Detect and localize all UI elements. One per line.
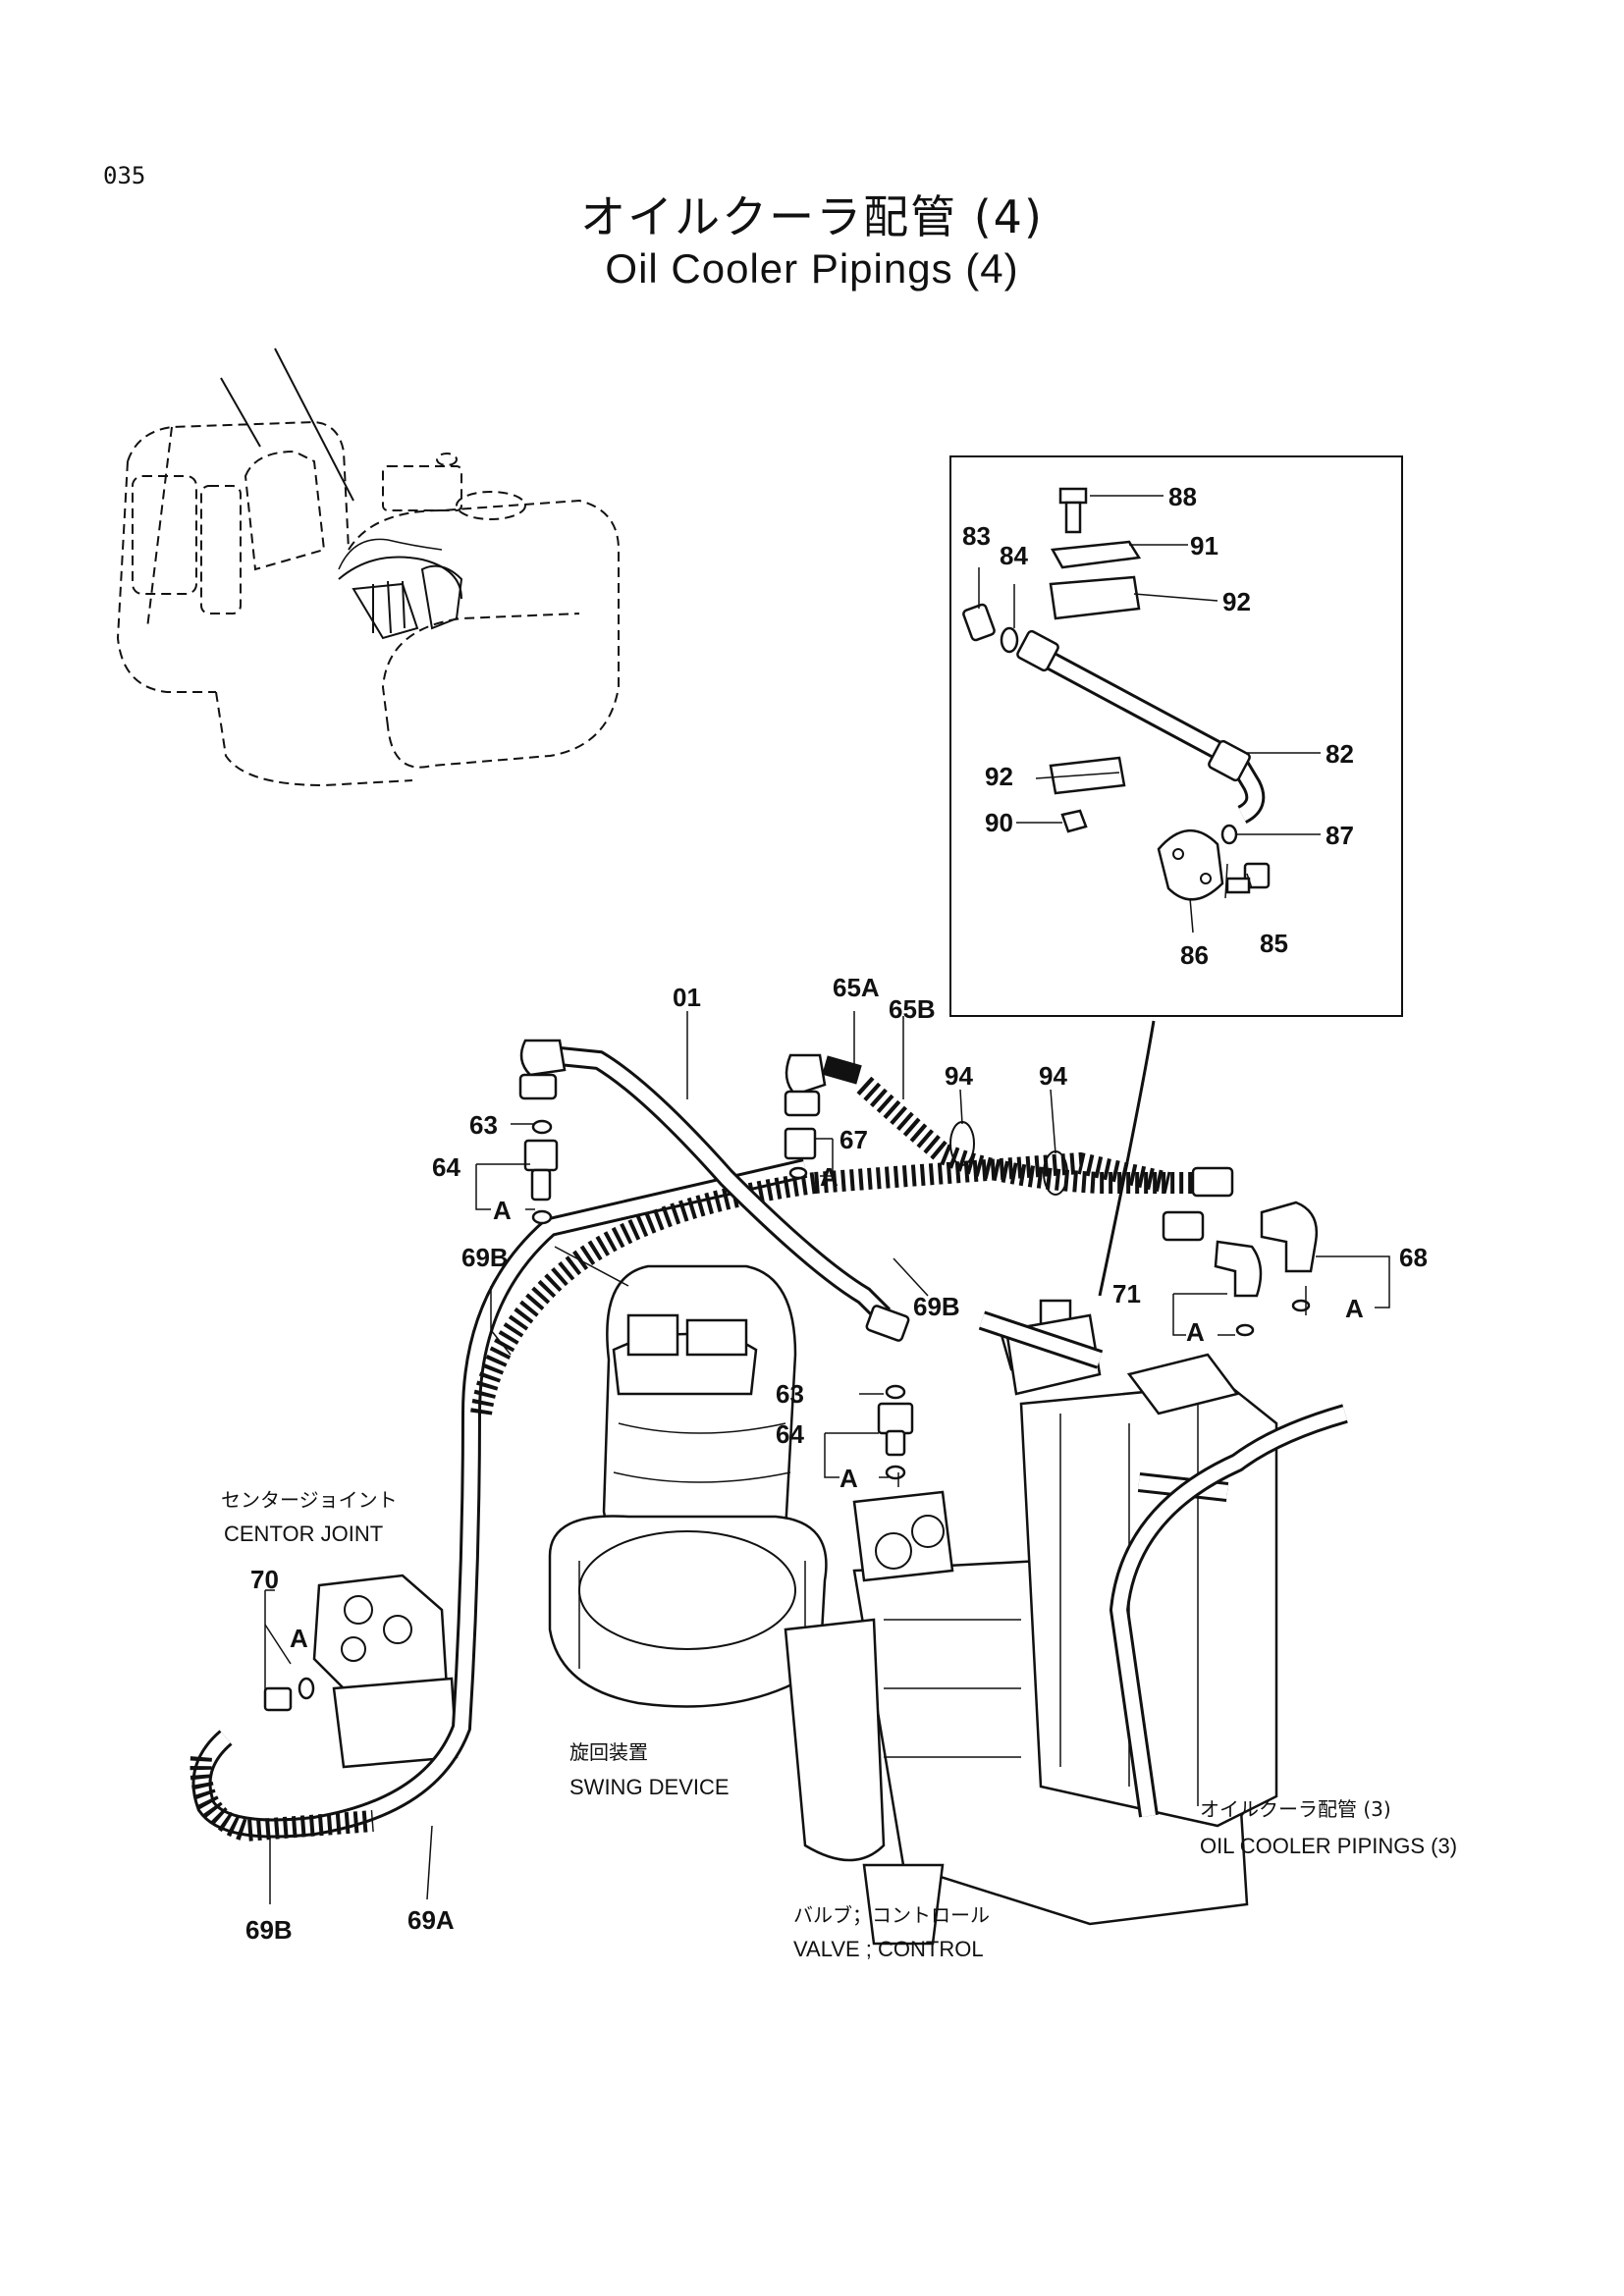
caption-oil-cooler-jp: オイルクーラ配管 (3) [1200, 1797, 1391, 1821]
label-71: 71 [1112, 1279, 1141, 1308]
fittings [523, 1119, 1319, 1480]
label-67: 67 [839, 1125, 868, 1154]
label-a-middle: A [839, 1464, 858, 1493]
label-64-top: 64 [432, 1152, 460, 1182]
hose-65 [784, 1053, 1234, 1242]
label-68: 68 [1399, 1243, 1428, 1272]
caption-center-joint-jp: センタージョイント [221, 1488, 398, 1512]
part-number-labels: 01 63 64 A 65A 65B 67 A 94 94 68 A 71 A … [245, 482, 1428, 1945]
label-92-top: 92 [1222, 587, 1251, 616]
control-valve-illustration [784, 1299, 1348, 1946]
label-a-68: A [1345, 1294, 1364, 1323]
label-65b: 65B [889, 994, 936, 1024]
label-94-right: 94 [1039, 1061, 1067, 1091]
swing-device-illustration [548, 1264, 828, 1708]
caption-valve-jp: バルブ；コントロール [793, 1903, 990, 1927]
center-joint-illustration [263, 1574, 459, 1769]
label-69b-middle: 69B [913, 1292, 960, 1321]
label-63-middle: 63 [776, 1379, 804, 1409]
hose-69B [189, 1151, 1171, 1842]
label-a-67: A [820, 1162, 839, 1192]
page-title-en: Oil Cooler Pipings (4) [605, 245, 1019, 292]
label-94-left: 94 [945, 1061, 973, 1091]
label-86: 86 [1180, 940, 1209, 970]
leader-lines [264, 1011, 1390, 1904]
label-85: 85 [1260, 929, 1288, 958]
label-88: 88 [1168, 482, 1197, 511]
label-82: 82 [1326, 739, 1354, 769]
caption-oil-cooler-en: OIL COOLER PIPINGS (3) [1200, 1834, 1457, 1858]
caption-center-joint-en: CENTOR JOINT [224, 1522, 383, 1546]
label-a-71: A [1186, 1317, 1205, 1347]
label-65a: 65A [833, 973, 880, 1002]
label-84: 84 [1000, 541, 1028, 570]
label-64-middle: 64 [776, 1419, 804, 1449]
detail-inset-box [949, 455, 1403, 1297]
label-90: 90 [985, 808, 1013, 837]
caption-valve-en: VALVE ; CONTROL [793, 1937, 984, 1961]
label-92-bottom: 92 [985, 762, 1013, 791]
label-69b-top: 69B [461, 1243, 509, 1272]
page-number: 035 [103, 162, 146, 189]
caption-swing-device-en: SWING DEVICE [569, 1775, 730, 1799]
label-83: 83 [962, 521, 991, 551]
component-captions: センタージョイント CENTOR JOINT 旋回装置 SWING DEVICE… [221, 1488, 1457, 1961]
caption-swing-device-jp: 旋回装置 [569, 1740, 648, 1764]
label-a-top-left: A [493, 1196, 512, 1225]
excavator-overview-illustration [116, 347, 620, 787]
label-87: 87 [1326, 821, 1354, 850]
label-a-center-joint: A [290, 1624, 308, 1653]
label-70: 70 [250, 1565, 279, 1594]
hose-69A [191, 1158, 808, 1839]
label-69a: 69A [407, 1905, 455, 1935]
label-69b-bottom: 69B [245, 1915, 293, 1945]
hose-01 [518, 1039, 910, 1342]
label-01: 01 [673, 983, 701, 1012]
label-63-top: 63 [469, 1110, 498, 1140]
page-title-jp: オイルクーラ配管 (4) [580, 190, 1044, 243]
label-91: 91 [1190, 531, 1218, 561]
